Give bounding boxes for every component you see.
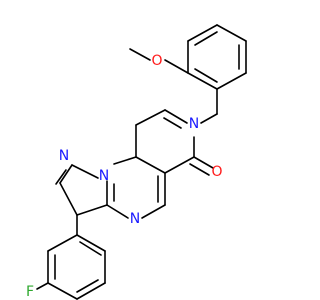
atom-n-pyrimidine: N bbox=[130, 211, 140, 227]
pyrimidine-ring bbox=[106, 156, 166, 219]
atom-n-bridge: N bbox=[99, 168, 109, 184]
methoxy-group bbox=[129, 48, 189, 74]
fluorophenyl-ring bbox=[47, 214, 106, 300]
carbonyl-group bbox=[189, 156, 214, 176]
molecule-canvas: N N N N O O F bbox=[25, 24, 247, 300]
atom-o-methoxy: O bbox=[151, 53, 162, 69]
benzyl-linker bbox=[200, 88, 218, 124]
atom-o-carbonyl: O bbox=[211, 164, 222, 180]
atom-f-fluoro: F bbox=[26, 284, 34, 300]
atom-n-pyridinone: N bbox=[189, 116, 199, 132]
pyrazole-ring bbox=[55, 164, 108, 216]
pyridinone-ring bbox=[135, 109, 195, 174]
atom-n-pyrazole: N bbox=[59, 148, 69, 164]
methoxyphenyl-ring bbox=[187, 24, 247, 90]
structure-drawing: N N N N O O F bbox=[26, 24, 247, 300]
c-f-bond bbox=[36, 282, 49, 290]
